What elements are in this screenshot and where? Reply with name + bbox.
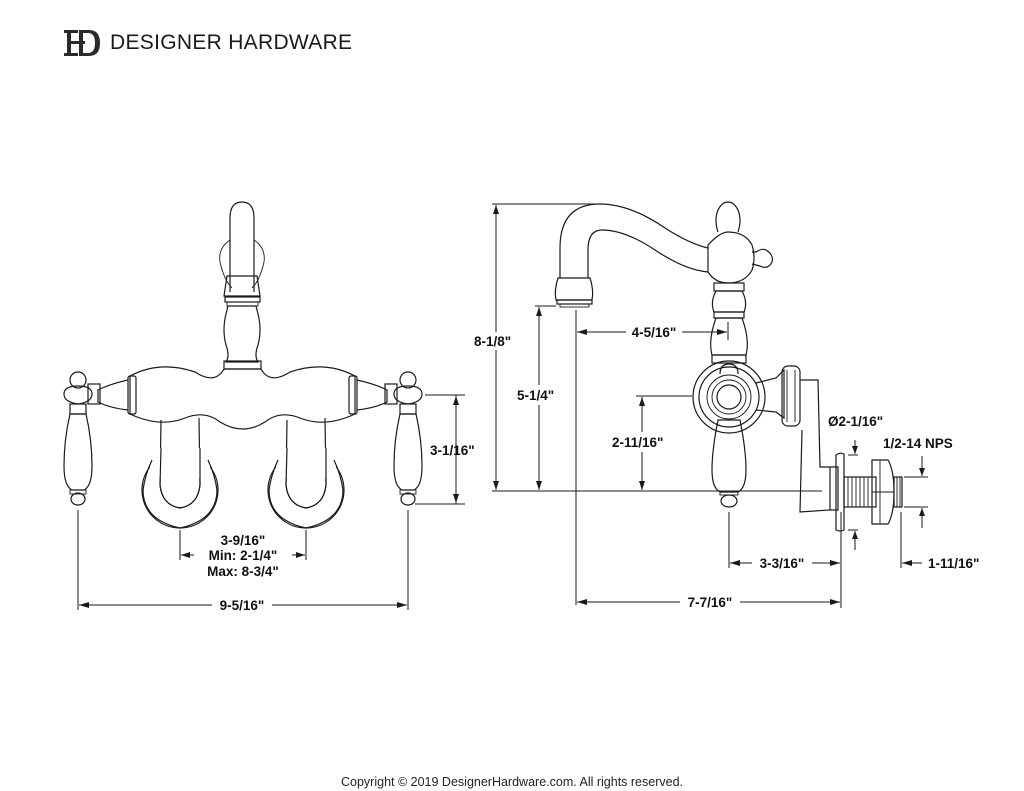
dim-handle-center-height: 2-11/16" [612, 435, 663, 450]
dim-inlet-min: Min: 2-1/4" [209, 548, 278, 563]
side-view-faucet [554, 201, 903, 532]
dh-monogram-logo-icon [64, 30, 100, 56]
dim-spout-reach: 4-5/16" [632, 325, 677, 340]
dim-overall-height: 8-1/8" [474, 334, 511, 349]
brand-header: DESIGNER HARDWARE [62, 26, 352, 60]
brand-name: DESIGNER HARDWARE [110, 31, 353, 54]
dim-thread-size: 1/2-14 NPS [883, 436, 953, 451]
dim-overall-width: 9-5/16" [220, 598, 265, 613]
dim-overall-depth: 7-7/16" [688, 595, 733, 610]
copyright-notice: Copyright © 2019 DesignerHardware.com. A… [341, 775, 683, 789]
dim-spout-height: 5-1/4" [517, 388, 554, 403]
front-view-faucet [63, 201, 423, 529]
side-view-dimensions [492, 203, 928, 608]
dim-flange-diameter: Ø2-1/16" [828, 414, 883, 429]
front-view-dimensions [77, 394, 465, 610]
dim-inlet-max: Max: 8-3/4" [207, 564, 279, 579]
dim-handle-height: 3-1/16" [430, 443, 475, 458]
dim-body-projection: 3-3/16" [760, 556, 805, 571]
dim-thread-length: 1-11/16" [928, 556, 979, 571]
dim-inlet-spacing: 3-9/16" [221, 533, 266, 548]
